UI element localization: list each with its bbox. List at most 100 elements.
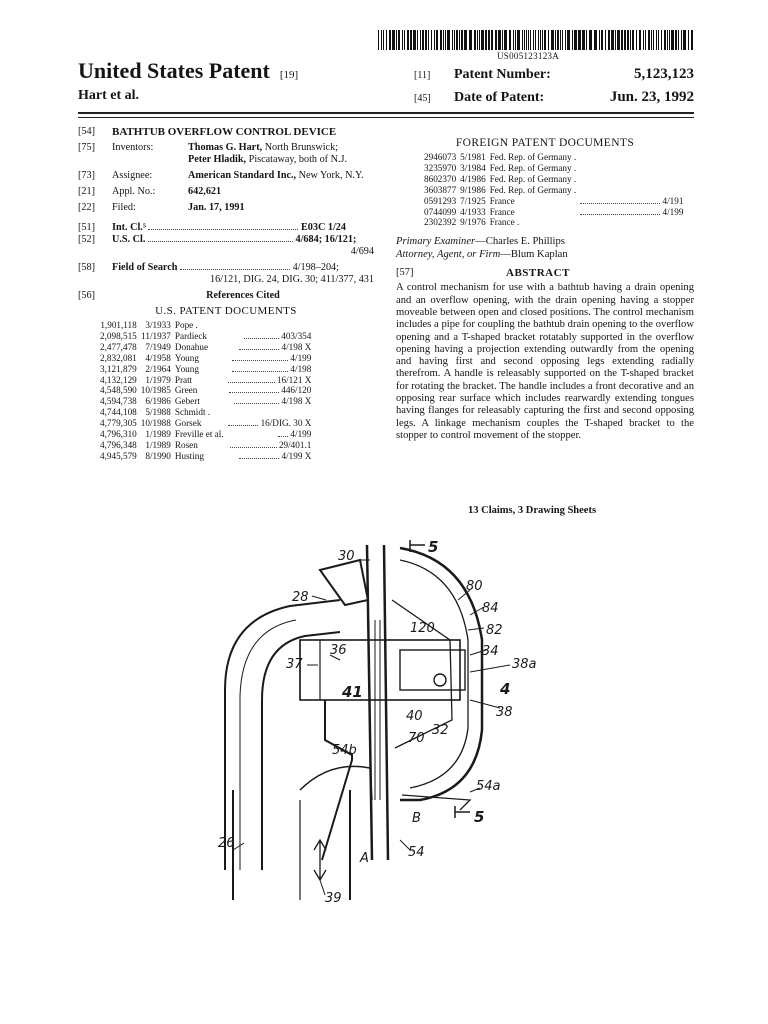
ref-class: 4/199 <box>580 207 687 218</box>
patent-drawing-figure: 30 5 28 80 84 120 82 36 37 34 38a 41 4 3… <box>218 538 537 906</box>
label-B: B <box>412 811 421 826</box>
ref-number: 2946073 <box>424 152 457 162</box>
date-of-patent: Jun. 23, 1992 <box>609 89 694 105</box>
abstract-text: A control mechanism for use with a batht… <box>396 282 694 441</box>
ref-class: 403/354 <box>228 331 316 342</box>
ref-class: 4/199 <box>228 429 316 440</box>
claims-summary: 13 Claims, 3 Drawing Sheets <box>468 505 597 516</box>
ref-class <box>228 407 316 418</box>
ref-date: 9/1976 <box>460 217 486 228</box>
label-54a: 54a <box>476 779 501 794</box>
examiners: Primary Examiner—Charles E. Phillips Att… <box>396 236 694 261</box>
ref-class <box>580 152 687 163</box>
ref-class: 29/401.1 <box>228 440 316 451</box>
patent-number-line: [11]Patent Number:5,123,123 <box>414 66 694 82</box>
ref-date: 6/1986 <box>145 396 171 407</box>
title-field: [54] BATHTUB OVERFLOW CONTROL DEVICE <box>78 126 337 138</box>
label-54b: 54b <box>332 743 357 758</box>
ref-number: 1,901,118 <box>100 320 137 330</box>
ref-date: 10/1988 <box>140 418 171 429</box>
ref-name: France <box>489 195 515 206</box>
ref-number: 2,832,081 <box>100 352 137 363</box>
ref-name: Fed. Rep. of Germany . <box>489 184 577 195</box>
us-cl-field: [52] U.S. Cl. 4/684; 16/121;4/694 <box>78 234 374 257</box>
ref-name: Fed. Rep. of Germany . <box>489 162 577 173</box>
appl-no-field: [21] Appl. No.: 642,621 <box>78 186 222 197</box>
ref-date: 3/1984 <box>460 162 486 173</box>
ref-number: 4,796,348 <box>100 439 137 450</box>
ref-name: Young <box>174 363 199 374</box>
label-38: 38 <box>496 705 513 720</box>
ref-class <box>580 185 687 196</box>
label-39: 39 <box>325 891 342 906</box>
ref-name: Fed. Rep. of Germany . <box>489 152 577 162</box>
label-70: 70 <box>408 731 425 746</box>
ref-name: Gebert <box>174 396 200 407</box>
publication-number: US005123123A <box>497 51 560 61</box>
ref-date: 7/1925 <box>460 195 486 206</box>
inventors-field: [75] Inventors: Thomas G. Hart, North Br… <box>78 142 348 165</box>
ref-name: Donahue <box>174 341 209 352</box>
label-54: 54 <box>408 845 425 860</box>
ref-name: Rosen <box>174 439 198 450</box>
label-40: 40 <box>406 709 423 724</box>
ref-name: France <box>489 206 515 217</box>
abstract-heading: ABSTRACT <box>506 267 570 280</box>
label-41: 41 <box>341 683 363 701</box>
ref-class: 4/191 <box>580 196 687 207</box>
ref-class <box>228 320 316 331</box>
ref-date: 11/1937 <box>141 330 171 341</box>
ref-date: 9/1986 <box>460 184 486 195</box>
ref-date: 1/1989 <box>145 429 171 440</box>
ref-date: 5/1981 <box>460 152 486 162</box>
label-84: 84 <box>482 601 499 616</box>
wall-plate <box>365 544 390 861</box>
ref-name: Fed. Rep. of Germany . <box>489 173 577 184</box>
ref-class: 4/198 X <box>228 396 316 407</box>
ref-number: 4,132,129 <box>100 374 137 385</box>
ref-number: 3,121,879 <box>100 363 137 374</box>
ref-class: 16/121 X <box>227 375 316 386</box>
label-28: 28 <box>292 590 309 605</box>
ref-number: 3235970 <box>424 162 457 173</box>
ref-number: 4,779,305 <box>100 418 137 429</box>
label-38a: 38a <box>512 657 537 672</box>
attorney: Attorney, Agent, or Firm—Blum Kaplan <box>396 248 568 260</box>
ref-number: 4,744,108 <box>100 407 137 418</box>
ref-name: France . <box>489 217 520 228</box>
label-120: 120 <box>410 621 435 636</box>
ref-name: Pratt <box>174 374 193 385</box>
ref-class: 4/198 <box>228 364 316 375</box>
ref-date: 5/1988 <box>145 407 171 418</box>
ref-name: Gorsek <box>174 418 202 429</box>
label-5-top: 5 <box>428 538 438 556</box>
patent-number: 5,123,123 <box>634 66 694 82</box>
ref-class <box>580 217 687 228</box>
header-rule-thick <box>78 112 694 114</box>
ref-number: 4,796,310 <box>100 429 137 440</box>
ref-class: 4/199 <box>228 353 316 364</box>
ref-number: 0591293 <box>424 195 457 206</box>
ref-class: 446/120 <box>228 385 316 396</box>
header-rule-thin <box>78 117 694 118</box>
ref-number: 2,098,515 <box>100 330 137 341</box>
ref-number: 0744099 <box>424 206 457 217</box>
label-26: 26 <box>218 836 235 851</box>
ref-name: Freville et al. <box>174 429 224 440</box>
ref-date: 4/1958 <box>145 352 171 363</box>
ref-date: 4/1933 <box>460 206 486 217</box>
ref-class: 16/DIG. 30 X <box>228 418 316 429</box>
ref-date: 8/1990 <box>145 450 171 461</box>
